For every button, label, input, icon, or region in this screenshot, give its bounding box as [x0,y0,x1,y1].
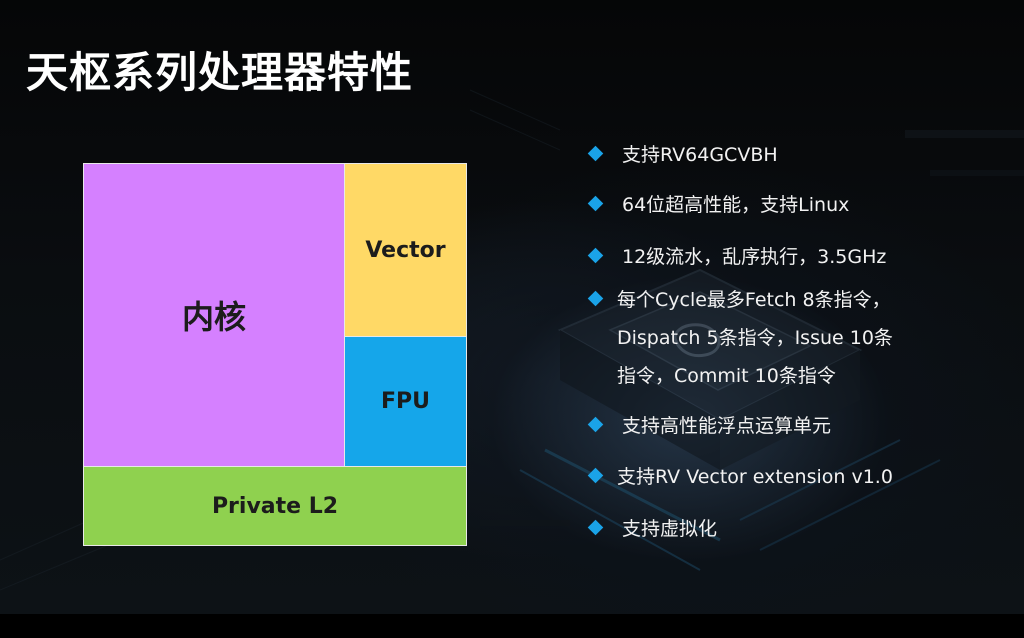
feature-item: 支持高性能浮点运算单元 [587,407,832,445]
feature-text: 支持高性能浮点运算单元 [622,415,832,437]
feature-text-line: 指令，Commit 10条指令 [617,365,836,387]
feature-item: 支持RV Vector extension v1.0 [587,458,893,496]
feature-item: 64位超高性能，支持Linux [587,186,850,224]
feature-item: 支持虚拟化 [587,510,718,548]
core-block-label: 内核 [181,298,246,336]
feature-text: 12级流水，乱序执行，3.5GHz [622,246,887,268]
vector-block: Vector [344,163,467,337]
bottom-letterbox [0,614,1024,638]
slide-title: 天枢系列处理器特性 [26,48,414,97]
feature-item: 每个Cycle最多Fetch 8条指令， Dispatch 5条指令，Issue… [587,281,893,395]
l2-block: Private L2 [83,466,467,546]
feature-item: 12级流水，乱序执行，3.5GHz [587,238,887,276]
fpu-block: FPU [344,336,467,467]
fpu-block-label: FPU [380,389,431,414]
vector-block-label: Vector [365,237,446,263]
feature-text: 支持RV Vector extension v1.0 [617,466,893,488]
feature-text: 支持RV64GCVBH [622,144,778,166]
feature-text-line: 每个Cycle最多Fetch 8条指令， [617,289,891,311]
chip-background-art [0,89,1024,591]
core-block: 内核 [83,163,345,467]
feature-text-line: Dispatch 5条指令，Issue 10条 [617,327,893,349]
feature-item: 支持RV64GCVBH [587,136,778,174]
feature-text: 支持虚拟化 [622,518,718,540]
slide: 天枢系列处理器特性 内核 Vector FPU Private L2 支持RV6… [0,0,1024,614]
feature-text: 64位超高性能，支持Linux [622,194,850,216]
l2-block-label: Private L2 [211,493,339,519]
